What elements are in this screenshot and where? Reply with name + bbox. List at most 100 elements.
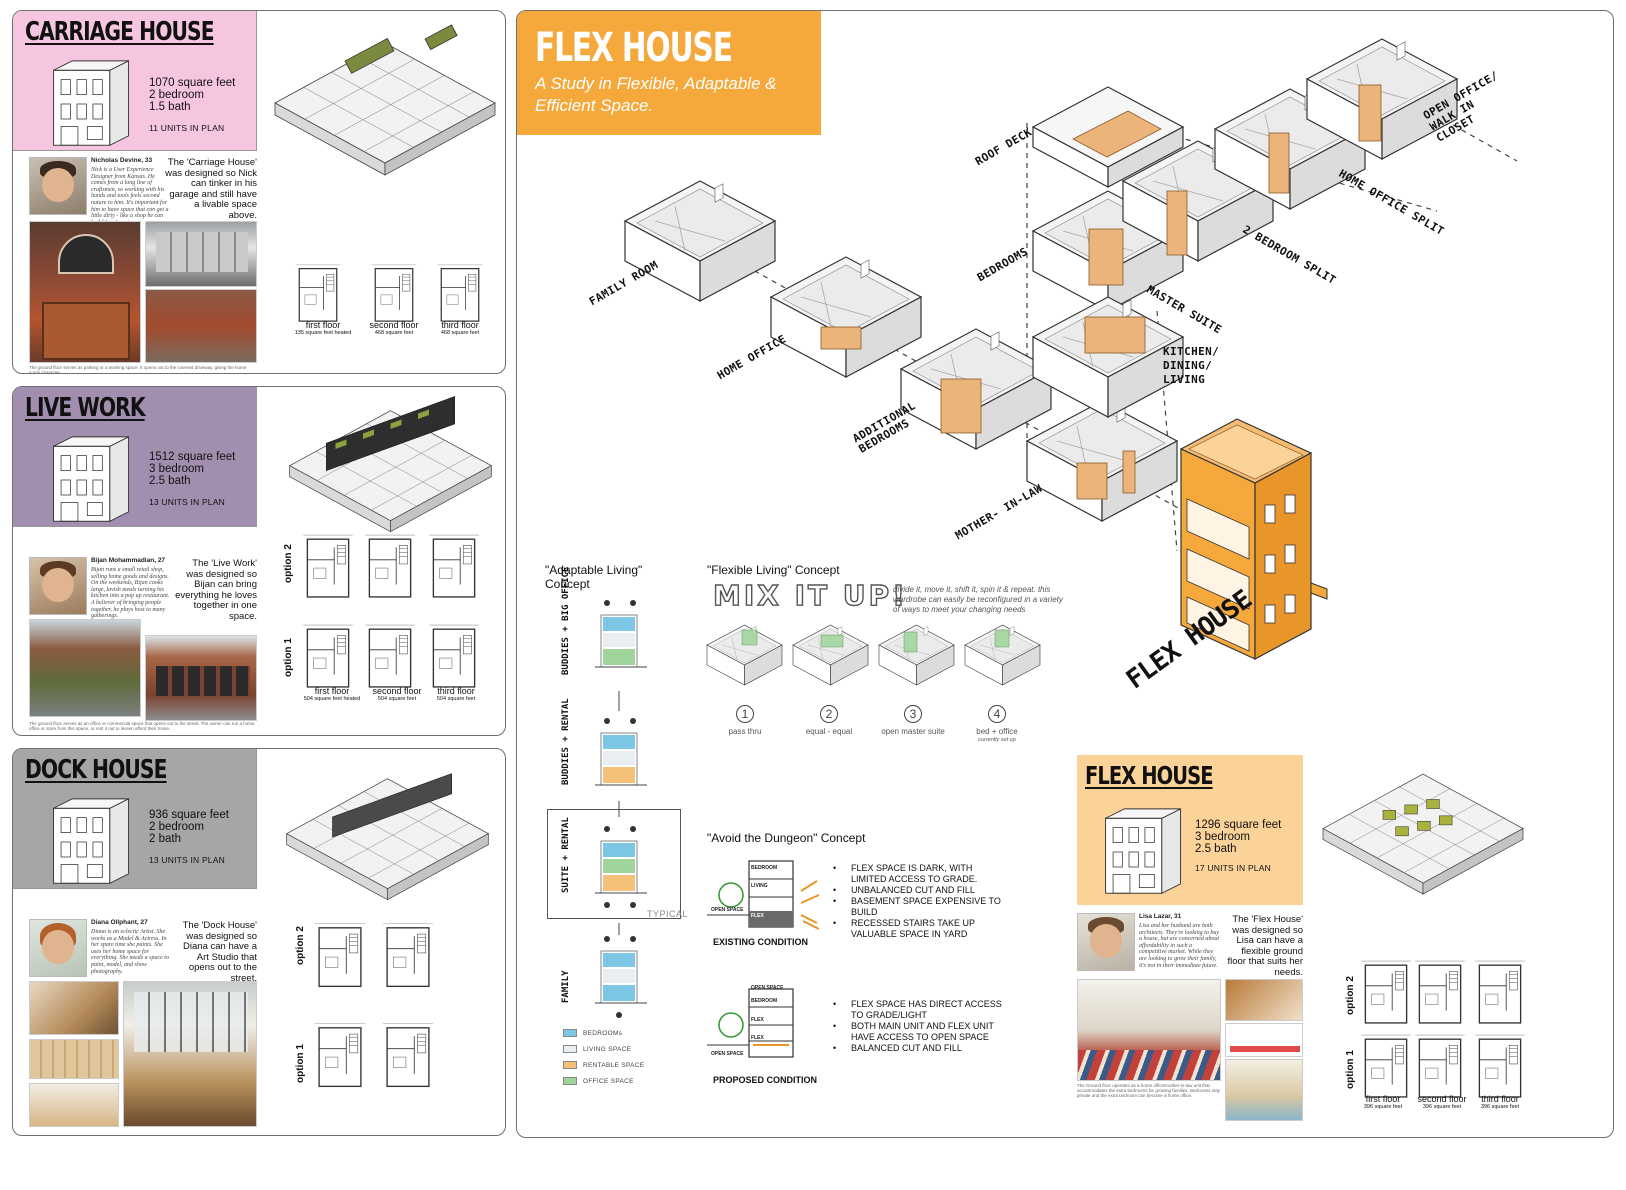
mix-option-1-number: 1 bbox=[736, 705, 754, 723]
persona-name: Lisa Lazar, 31 bbox=[1139, 913, 1182, 920]
flex-plan-opt2-second bbox=[1414, 960, 1466, 1024]
flex-photo-interior bbox=[1077, 979, 1221, 1081]
mix-option-4-label: bed + office bbox=[976, 727, 1018, 736]
persona-quote: The 'Carriage House' was designed so Nic… bbox=[165, 157, 257, 221]
page-title: FLEX HOUSE bbox=[535, 25, 733, 71]
dock-house-header: DOCK HOUSE 936 square feet 2 bedroom 2 b… bbox=[13, 749, 257, 889]
units-in-plan: 13 UNITS IN PLAN bbox=[149, 855, 225, 865]
existing-floor-open-space: OPEN SPACE bbox=[711, 907, 744, 913]
persona-portrait bbox=[29, 157, 87, 215]
card-title: LIVE WORK bbox=[25, 393, 146, 423]
legend-bedrooms: BEDROOMs bbox=[583, 1030, 623, 1037]
floor-plan-opt1-first bbox=[314, 1022, 366, 1088]
persona-bio: Nick is a User Experience Designer from … bbox=[91, 167, 169, 226]
proposed-condition-section bbox=[707, 988, 794, 1058]
proposed-bullets: •FLEX SPACE HAS DIRECT ACCESS TO GRADE/L… bbox=[833, 999, 1013, 1054]
existing-floor-living: LIVING bbox=[751, 883, 768, 889]
floor-plan-opt1-third bbox=[428, 624, 480, 688]
config-family: FAMILY bbox=[561, 970, 571, 1003]
flex-photo-loft bbox=[1225, 1059, 1303, 1121]
typical-label: TYPICAL bbox=[647, 909, 689, 919]
legend-rentable: RENTABLE SPACE bbox=[583, 1062, 645, 1069]
adaptable-living-title: "Adaptable Living" Concept bbox=[545, 563, 643, 591]
existing-bullet-3: •BASEMENT SPACE EXPENSIVE TO BUILD bbox=[833, 896, 1001, 917]
dock-photo-loft bbox=[123, 981, 257, 1127]
floor-plan-opt1-first bbox=[302, 624, 354, 688]
rowhouse-sketch-icon bbox=[1105, 808, 1182, 894]
option-2-label: option 2 bbox=[295, 926, 306, 965]
flex-plan-opt1-first bbox=[1360, 1034, 1412, 1098]
proposed-condition-label: PROPOSED CONDITION bbox=[713, 1075, 818, 1085]
bedrooms: 2 bedroom bbox=[149, 821, 204, 833]
persona-portrait bbox=[1077, 913, 1135, 971]
card-title: CARRIAGE HOUSE bbox=[25, 17, 215, 47]
proposed-bullet-3: •BALANCED CUT AND FILL bbox=[833, 1043, 962, 1053]
floor-plan-opt1-second bbox=[364, 624, 416, 688]
title-block: FLEX HOUSE A Study in Flexible, Adaptabl… bbox=[517, 11, 821, 135]
carriage-photo-courtyard bbox=[145, 289, 257, 363]
legend-office: OFFICE SPACE bbox=[583, 1078, 634, 1085]
baths: 1.5 bath bbox=[149, 101, 191, 113]
option-1-label: option 1 bbox=[283, 638, 294, 677]
carriage-photo-facade bbox=[29, 221, 141, 363]
flexible-living-title: "Flexible Living" Concept bbox=[707, 563, 840, 577]
config-suite-rental: SUITE + RENTAL bbox=[561, 817, 571, 893]
existing-floor-bedroom: BEDROOM bbox=[751, 865, 778, 871]
config-buddies-big-office: BUDDIES + BIG OFFICE bbox=[561, 566, 571, 675]
rowhouse-sketch-icon bbox=[53, 798, 130, 884]
legend-swatch-office bbox=[563, 1077, 577, 1085]
floor-plan-opt2-second bbox=[382, 922, 434, 988]
sqft: 1070 square feet bbox=[149, 77, 236, 89]
existing-floor-flex: FLEX bbox=[751, 913, 764, 919]
units-in-plan: 11 UNITS IN PLAN bbox=[149, 123, 225, 133]
legend-living: LIVING SPACE bbox=[583, 1046, 632, 1053]
livework-photo-street bbox=[29, 619, 141, 717]
proposed-floor-flex-2: FLEX bbox=[751, 1035, 764, 1041]
persona-portrait bbox=[29, 557, 87, 615]
livework-caption: The ground floor serves as an office or … bbox=[29, 721, 255, 731]
unit-stats: 936 square feet 2 bedroom 2 bath bbox=[149, 809, 229, 845]
flex-plan-opt1-third bbox=[1474, 1034, 1526, 1098]
exploded-isometric-diagram bbox=[624, 38, 1518, 661]
persona-quote: The 'Dock House' was designed so Diana c… bbox=[182, 920, 257, 984]
floor-plan-opt2-third bbox=[428, 534, 480, 598]
dock-photo-studio-3 bbox=[29, 1083, 119, 1127]
rowhouse-sketch-icon bbox=[53, 436, 130, 522]
flex-house-card-header: FLEX HOUSE 1296 square feet 3 bedroom 2.… bbox=[1077, 755, 1303, 905]
config-buddies-rental: BUDDIES + RENTAL bbox=[561, 698, 571, 785]
flex-house-building bbox=[1179, 418, 1328, 661]
proposed-floor-bedroom: BEDROOM bbox=[751, 998, 778, 1004]
avoid-dungeon-title: "Avoid the Dungeon" Concept bbox=[707, 831, 866, 845]
persona-name: Bijan Mohammadian, 27 bbox=[91, 557, 166, 564]
floor-plan-opt2-second bbox=[364, 534, 416, 598]
flex-caption: The Ground floor operates as a home offi… bbox=[1077, 1083, 1221, 1098]
units-in-plan: 17 UNITS IN PLAN bbox=[1195, 863, 1271, 873]
persona-bio: Diana is an eclectic Artist. She works a… bbox=[91, 929, 169, 975]
persona-name: Nicholas Devine, 33 bbox=[91, 157, 153, 164]
bedrooms: 2 bedroom bbox=[149, 89, 204, 101]
proposed-floor-open-space-top: OPEN SPACE bbox=[751, 985, 784, 991]
legend-swatch-bedrooms bbox=[563, 1029, 577, 1037]
option-2-label: option 2 bbox=[283, 544, 294, 583]
units-in-plan: 13 UNITS IN PLAN bbox=[149, 497, 225, 507]
legend-swatch-living bbox=[563, 1045, 577, 1053]
card-title: DOCK HOUSE bbox=[25, 755, 167, 785]
site-aerial-image bbox=[274, 24, 496, 176]
floor-plan-opt2-first bbox=[302, 534, 354, 598]
rowhouse-sketch-icon bbox=[53, 60, 130, 146]
dock-photo-studio-2 bbox=[29, 1039, 119, 1079]
site-aerial-image bbox=[289, 396, 492, 533]
floor-plan-first bbox=[294, 264, 342, 322]
existing-bullet-2: •UNBALANCED CUT AND FILL bbox=[833, 885, 975, 895]
option-1-label: option 1 bbox=[295, 1044, 306, 1083]
label-kitchen-dining-living: KITCHEN/ DINING/ LIVING bbox=[1163, 345, 1220, 386]
live-work-header: LIVE WORK 1512 square feet 3 bedroom 2.5… bbox=[13, 387, 257, 527]
